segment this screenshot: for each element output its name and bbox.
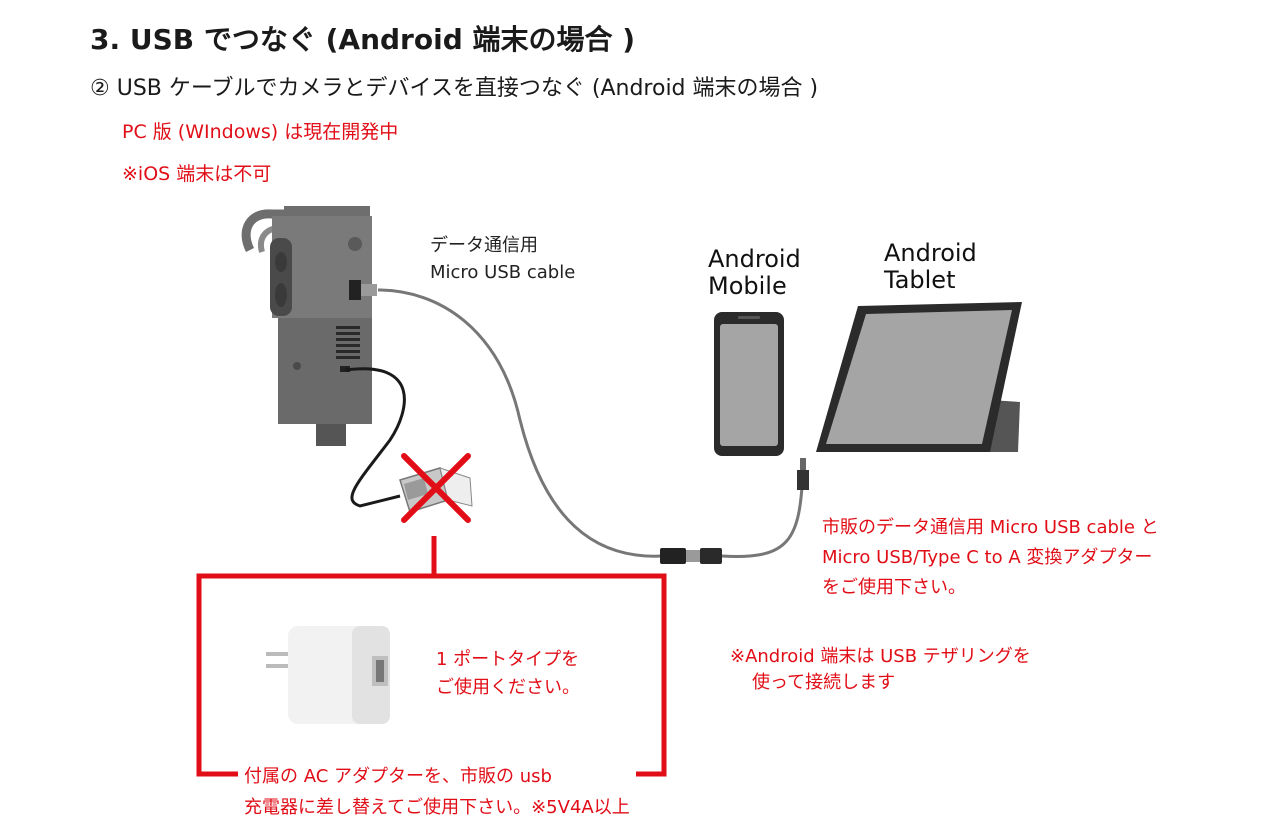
tethering-note-line1: ※Android 端末は USB テザリングを xyxy=(730,646,1031,667)
tethering-note-line2: 使って接続します xyxy=(752,672,896,693)
cable-label-line1: データ通信用 xyxy=(430,235,538,256)
adapter-note-line1: 市販のデータ通信用 Micro USB cable と xyxy=(822,517,1159,538)
adapter-note-line3: をご使用下さい。 xyxy=(822,577,966,598)
page-title: 3. USB でつなぐ (Android 端末の場合 ) xyxy=(90,23,636,56)
tablet-label: Android Tablet xyxy=(884,240,977,294)
mobile-label-line2: Mobile xyxy=(708,272,787,300)
usb-conversion-adapter-icon xyxy=(660,548,722,564)
android-mobile-icon xyxy=(714,312,784,456)
tethering-note: ※Android 端末は USB テザリングを 使って接続します xyxy=(730,644,1031,696)
android-tablet-icon xyxy=(816,302,1022,452)
adapter-note: 市販のデータ通信用 Micro USB cable と Micro USB/Ty… xyxy=(822,513,1159,603)
usb-charger-icon xyxy=(266,626,390,724)
camera-icon xyxy=(241,206,377,446)
cable-label: データ通信用 Micro USB cable xyxy=(430,232,575,286)
replacement-charger-box xyxy=(196,536,667,777)
ios-unsupported-note: ※iOS 端末は不可 xyxy=(122,163,272,185)
pc-version-note: PC 版 (WIndows) は現在開発中 xyxy=(122,121,399,143)
tablet-label-line1: Android xyxy=(884,239,977,267)
charger-note-line2: ご使用ください。 xyxy=(436,677,580,698)
mobile-label: Android Mobile xyxy=(708,246,801,300)
tablet-label-line2: Tablet xyxy=(884,266,956,294)
not-allowed-cross-icon xyxy=(401,453,471,523)
cable-label-line2: Micro USB cable xyxy=(430,262,576,283)
box-caption: 付属の AC アダプターを、市販の usb 充電器に差し替えてご使用下さい。※5… xyxy=(238,761,636,823)
box-caption-line2: 充電器に差し替えてご使用下さい。※5V4A以上 xyxy=(244,797,630,818)
adapter-note-line2: Micro USB/Type C to A 変換アダプター xyxy=(822,547,1153,568)
step-subtitle: ② USB ケーブルでカメラとデバイスを直接つなぐ (Android 端末の場合… xyxy=(90,76,819,101)
charger-note-line1: 1 ポートタイプを xyxy=(436,649,580,670)
box-caption-line1: 付属の AC アダプターを、市販の usb xyxy=(244,766,552,787)
charger-note: 1 ポートタイプを ご使用ください。 xyxy=(436,646,580,702)
mobile-label-line1: Android xyxy=(708,245,801,273)
